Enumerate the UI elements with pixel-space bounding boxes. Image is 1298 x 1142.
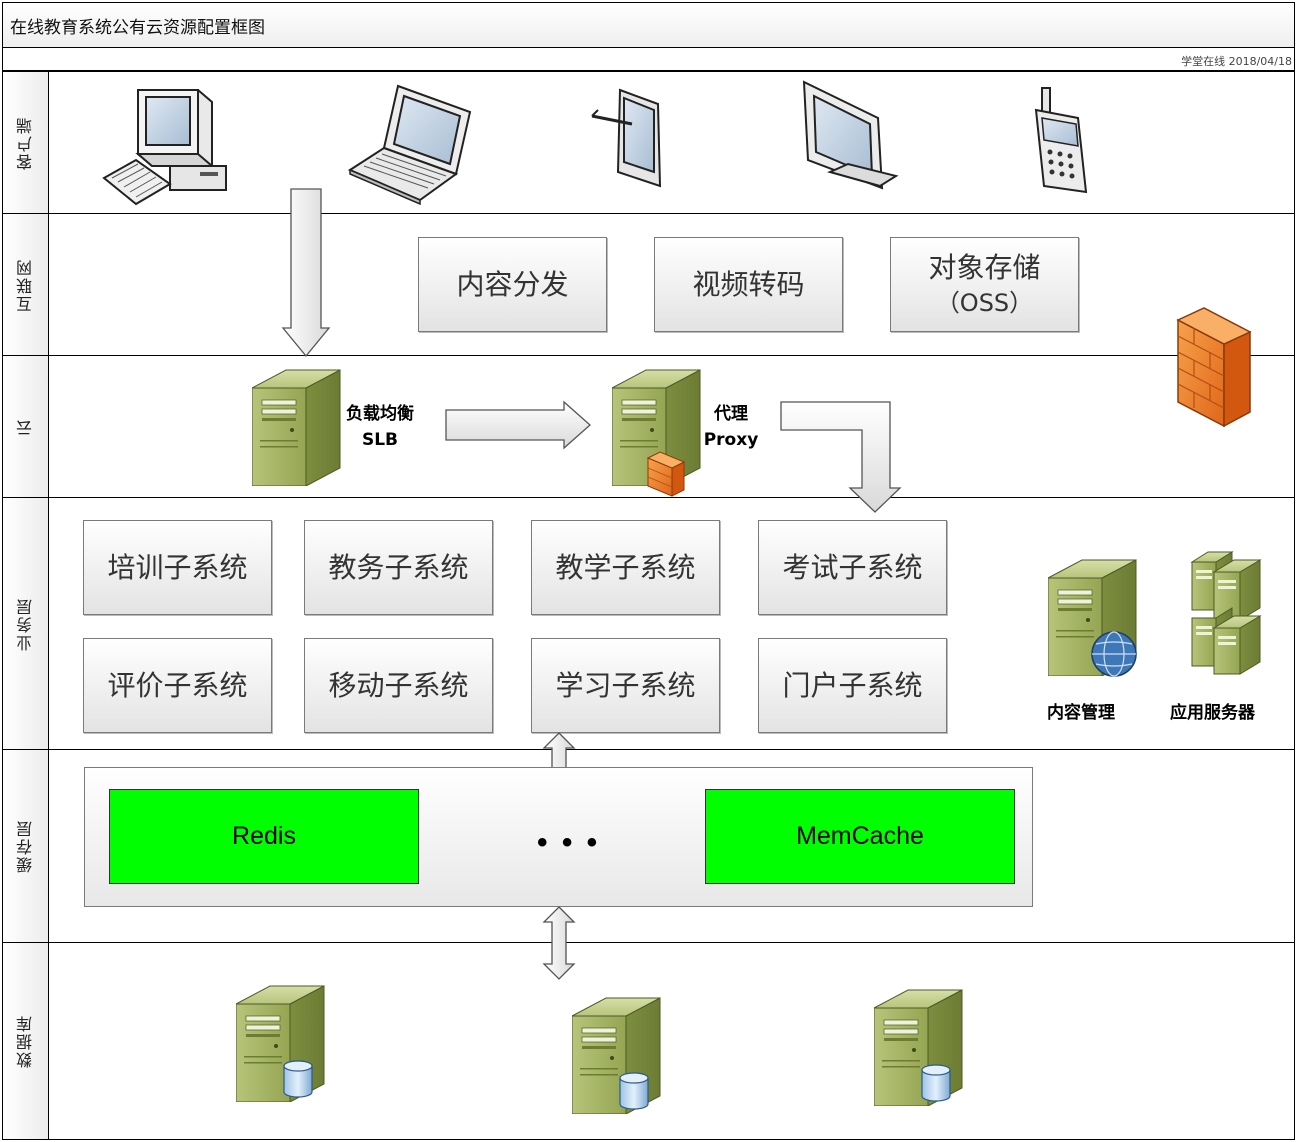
firewall-icon	[1176, 307, 1252, 428]
server-rack-icon	[1190, 551, 1262, 675]
lane-title-cloud: 云	[15, 417, 35, 436]
tablet-icon	[591, 88, 662, 188]
cache-ellipsis: • • •	[537, 826, 601, 859]
memcache-label: MemCache	[796, 822, 924, 850]
subsystem-label: 门户子系统	[782, 668, 923, 702]
subsystem-box: 移动子系统	[304, 638, 493, 733]
proxy-label: 代理 Proxy	[700, 402, 762, 453]
subsystem-box: 教学子系统	[531, 520, 720, 615]
slb-server-icon	[252, 366, 342, 486]
laptop-icon	[347, 84, 472, 206]
redis-label: Redis	[232, 822, 296, 850]
subsystem-label: 培训子系统	[107, 550, 248, 584]
subsystem-label: 教务子系统	[328, 550, 469, 584]
cdn-label: 内容分发	[456, 267, 569, 301]
proxy-label-en: Proxy	[703, 429, 759, 450]
subsystem-label: 考试子系统	[782, 550, 923, 584]
subsystem-label: 学习子系统	[555, 668, 696, 702]
slb-to-proxy-arrow	[445, 400, 591, 450]
lane-label-client: 客户端	[2, 71, 49, 214]
memcache-cache-box: MemCache	[705, 789, 1015, 884]
subsystem-box: 学习子系统	[531, 638, 720, 733]
content-mgmt-label: 内容管理	[1047, 703, 1115, 723]
oss-service-box: 对象存储 （OSS）	[890, 237, 1079, 332]
subsystem-label: 教学子系统	[555, 550, 696, 584]
lane-title-internet: 互联网	[15, 257, 35, 312]
lane-title-client: 客户端	[15, 115, 35, 170]
proxy-label-cn: 代理	[714, 404, 748, 424]
mobile-phone-icon	[1034, 87, 1088, 194]
subsystem-box: 考试子系统	[758, 520, 947, 615]
author-date: 学堂在线 2018/04/18	[1181, 55, 1292, 68]
subsystem-box: 培训子系统	[83, 520, 272, 615]
subsystem-label: 移动子系统	[328, 668, 469, 702]
lane-title-database: 数据库	[15, 1014, 35, 1068]
oss-label: 对象存储	[928, 251, 1041, 285]
cdn-service-box: 内容分发	[418, 237, 607, 332]
oss-sublabel: （OSS）	[935, 289, 1034, 318]
lane-label-database: 数据库	[2, 942, 49, 1140]
transcode-service-box: 视频转码	[654, 237, 843, 332]
database-server-icon	[236, 985, 325, 1102]
lane-label-business: 业务层	[2, 497, 49, 750]
title-bar	[2, 2, 1295, 48]
cache-database-double-arrow	[542, 906, 576, 980]
slb-label-en: SLB	[361, 429, 399, 450]
subtitle-bar	[2, 47, 1295, 71]
lane-label-cache: 缓存层	[2, 749, 49, 943]
lane-label-cloud: 云	[2, 355, 49, 498]
subsystem-box: 评价子系统	[83, 638, 272, 733]
proxy-to-business-arrow	[780, 401, 902, 513]
redis-cache-box: Redis	[109, 789, 419, 884]
request-flow-arrow	[281, 188, 331, 358]
slb-label: 负载均衡 SLB	[336, 402, 424, 453]
lane-label-internet: 互联网	[2, 213, 49, 356]
subsystem-box: 门户子系统	[758, 638, 947, 733]
lane-title-business: 业务层	[15, 596, 35, 651]
database-server-icon	[572, 997, 661, 1114]
desktop-computer-icon	[102, 89, 227, 206]
proxy-server-icon	[612, 369, 701, 497]
subsystem-label: 评价子系统	[107, 668, 248, 702]
transcode-label: 视频转码	[692, 267, 805, 301]
web-server-icon	[1048, 559, 1137, 677]
lane-title-cache: 缓存层	[15, 819, 35, 873]
diagram-title: 在线教育系统公有云资源配置框图	[10, 18, 265, 38]
subsystem-box: 教务子系统	[304, 520, 493, 615]
lane-client	[48, 71, 1295, 214]
slb-label-cn: 负载均衡	[346, 404, 414, 424]
app-server-label: 应用服务器	[1170, 703, 1255, 723]
database-server-icon	[874, 989, 963, 1106]
monitor-icon	[802, 80, 899, 190]
